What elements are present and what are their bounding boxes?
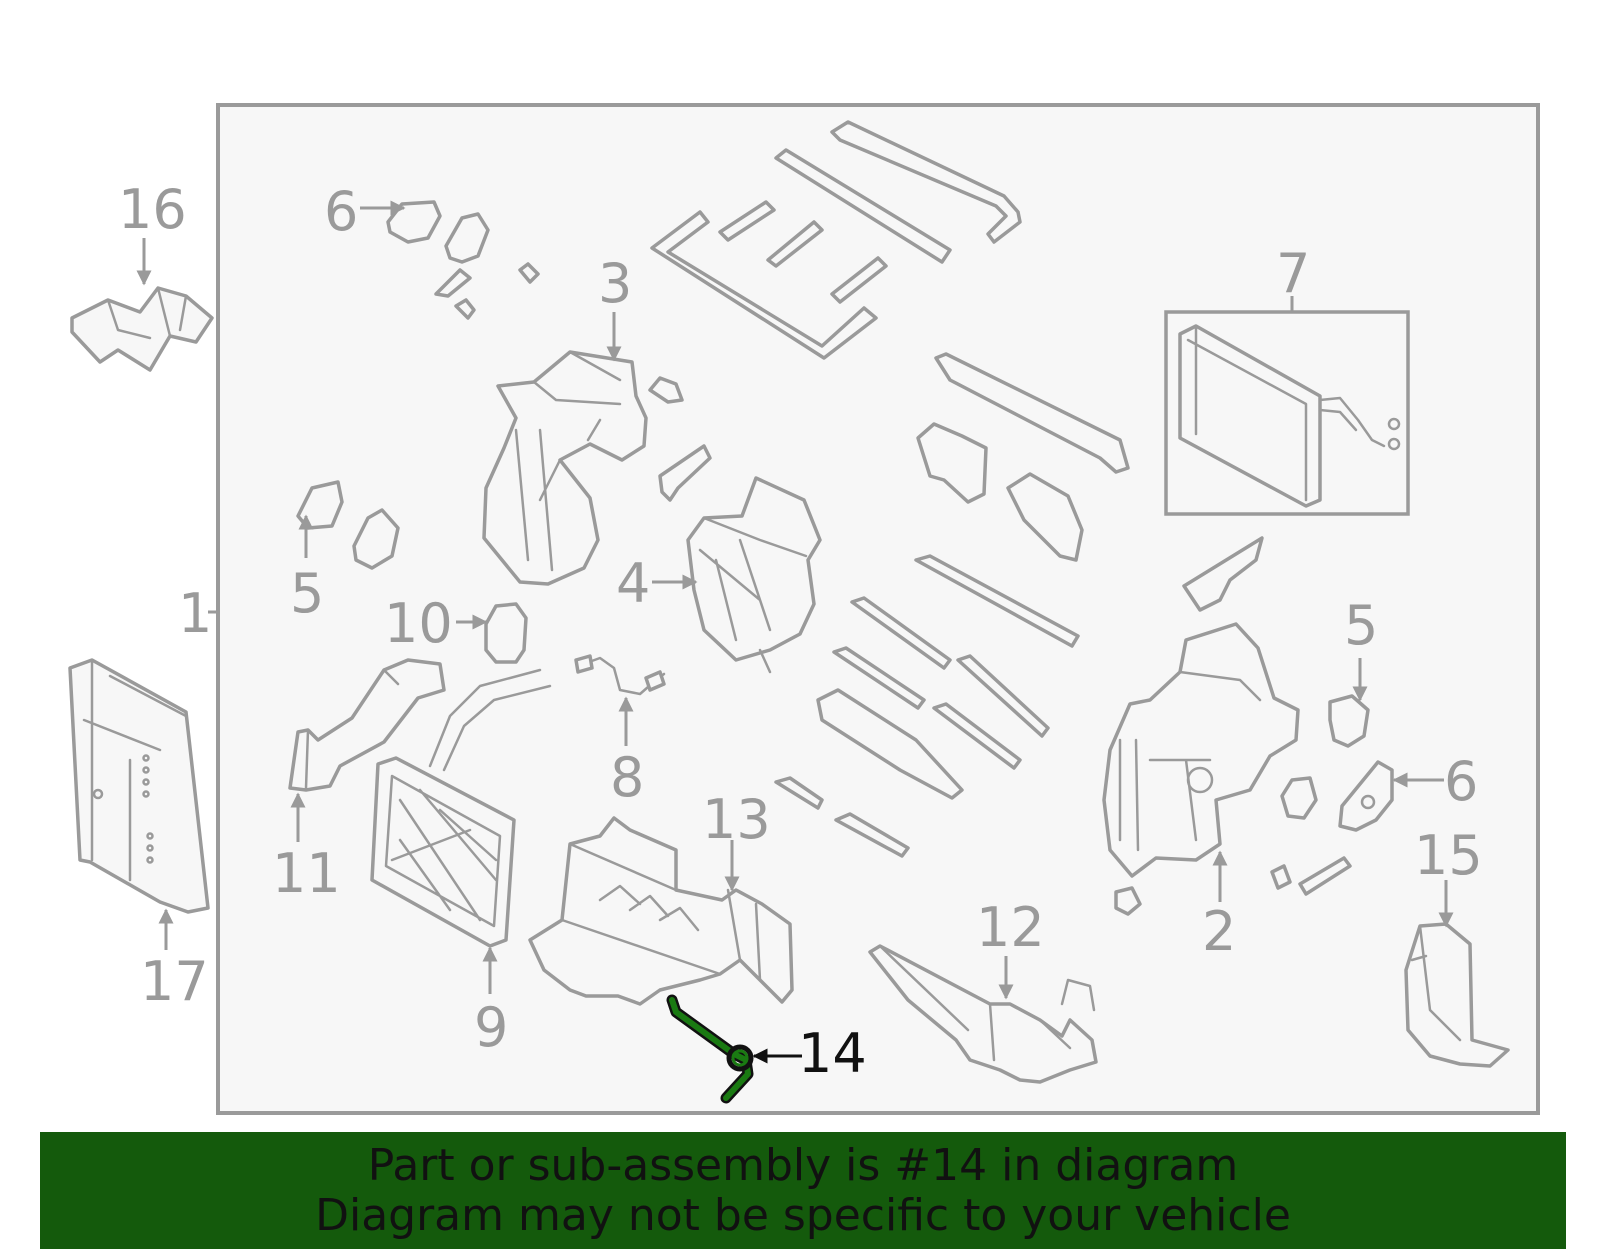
part-7-evaporator[interactable]	[1178, 324, 1401, 508]
leader-lines	[136, 200, 1454, 1064]
part-10-cap[interactable]	[484, 602, 528, 664]
bracket-right	[1182, 536, 1264, 612]
callout-4: 4	[616, 552, 650, 615]
callout-6-right: 6	[1444, 750, 1478, 813]
small-actuators-top	[386, 200, 540, 320]
part-6-actuator-right[interactable]	[1338, 760, 1394, 832]
callout-1: 1	[178, 582, 212, 645]
part-15-duct[interactable]	[1404, 922, 1510, 1068]
callout-6-top: 6	[324, 180, 358, 243]
callout-15: 15	[1414, 824, 1483, 887]
part-16-duct[interactable]	[70, 286, 214, 372]
callout-12: 12	[976, 896, 1045, 959]
callout-5-right: 5	[1344, 594, 1378, 657]
part-13-lower-case[interactable]	[528, 816, 794, 1006]
part-3-upper-case[interactable]	[482, 350, 684, 586]
callout-8: 8	[610, 746, 644, 809]
part-8-wire-harness[interactable]	[574, 654, 666, 696]
callout-2: 2	[1202, 900, 1236, 963]
callout-5-left: 5	[290, 562, 324, 625]
callout-11: 11	[272, 842, 341, 905]
callout-10: 10	[384, 592, 453, 655]
callout-7: 7	[1276, 242, 1310, 305]
seal-strips	[650, 120, 1022, 360]
damper-strips	[774, 352, 1130, 858]
callout-3: 3	[598, 252, 632, 315]
callout-13: 13	[702, 788, 771, 851]
callout-numbers: 1 2 3 4 5 5 6 6 7 8 9 10 11 12 13 14 15 …	[118, 178, 1483, 1085]
callout-9: 9	[474, 996, 508, 1059]
part-12-duct[interactable]	[868, 944, 1098, 1084]
callout-16: 16	[118, 178, 187, 241]
info-banner: Part or sub-assembly is #14 in diagram D…	[40, 1132, 1566, 1249]
part-14-drain-hose[interactable]	[666, 994, 754, 1104]
banner-disclaimer-line: Diagram may not be specific to your vehi…	[315, 1189, 1291, 1241]
part-17-side-panel[interactable]	[68, 658, 210, 914]
part-2-lower-case[interactable]	[1102, 622, 1352, 916]
part-14-highlight	[669, 997, 751, 1101]
banner-part-line: Part or sub-assembly is #14 in diagram	[367, 1139, 1239, 1191]
part-11-bracket[interactable]	[288, 658, 446, 792]
part-9-heater-core[interactable]	[370, 668, 552, 948]
callout-17: 17	[140, 950, 209, 1013]
part-5-actuator-right[interactable]	[1328, 694, 1370, 748]
callout-14: 14	[798, 1022, 867, 1085]
part-4-blower-housing[interactable]	[658, 444, 822, 674]
